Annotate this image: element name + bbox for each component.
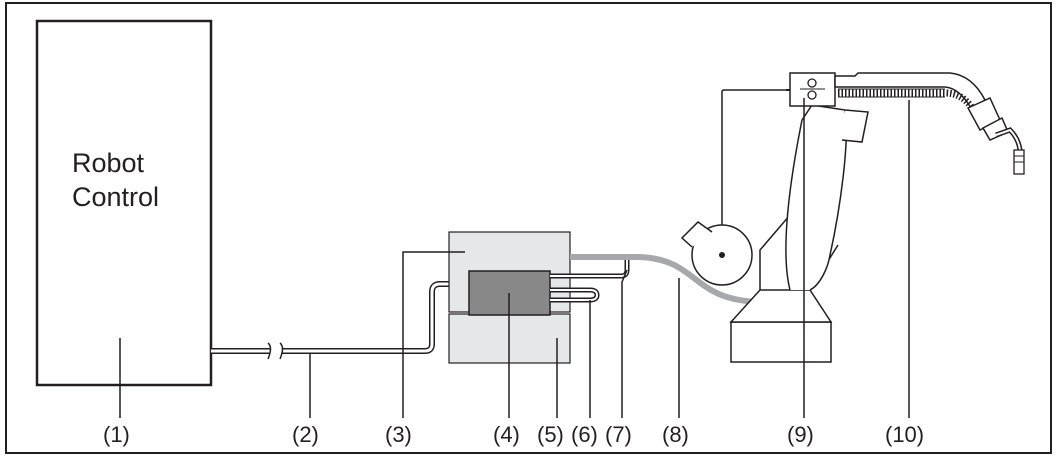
callout-7: (7) [605, 422, 632, 447]
callout-2: (2) [292, 422, 319, 447]
cable-break-mark [267, 342, 284, 360]
robot-control-label-line2: Control [72, 182, 160, 212]
robot-control-cabinet [35, 19, 213, 387]
callout-8: (8) [662, 422, 689, 447]
callout-4: (4) [493, 422, 520, 447]
feeder-cable [721, 89, 790, 225]
leader-lines [119, 98, 910, 418]
callout-9: (9) [787, 422, 814, 447]
callout-1: (1) [103, 422, 130, 447]
callout-5: (5) [537, 422, 564, 447]
callout-3: (3) [385, 422, 412, 447]
callout-6: (6) [571, 422, 598, 447]
leader-3 [402, 251, 465, 418]
robot-control-label-line1: Robot [72, 148, 145, 178]
connection-cable [211, 281, 468, 360]
robot-control-label: Robot Control [72, 146, 159, 214]
leader-7 [621, 269, 628, 418]
welding-torch [966, 97, 1025, 175]
callout-10: (10) [885, 422, 925, 447]
robot-base [730, 321, 832, 363]
